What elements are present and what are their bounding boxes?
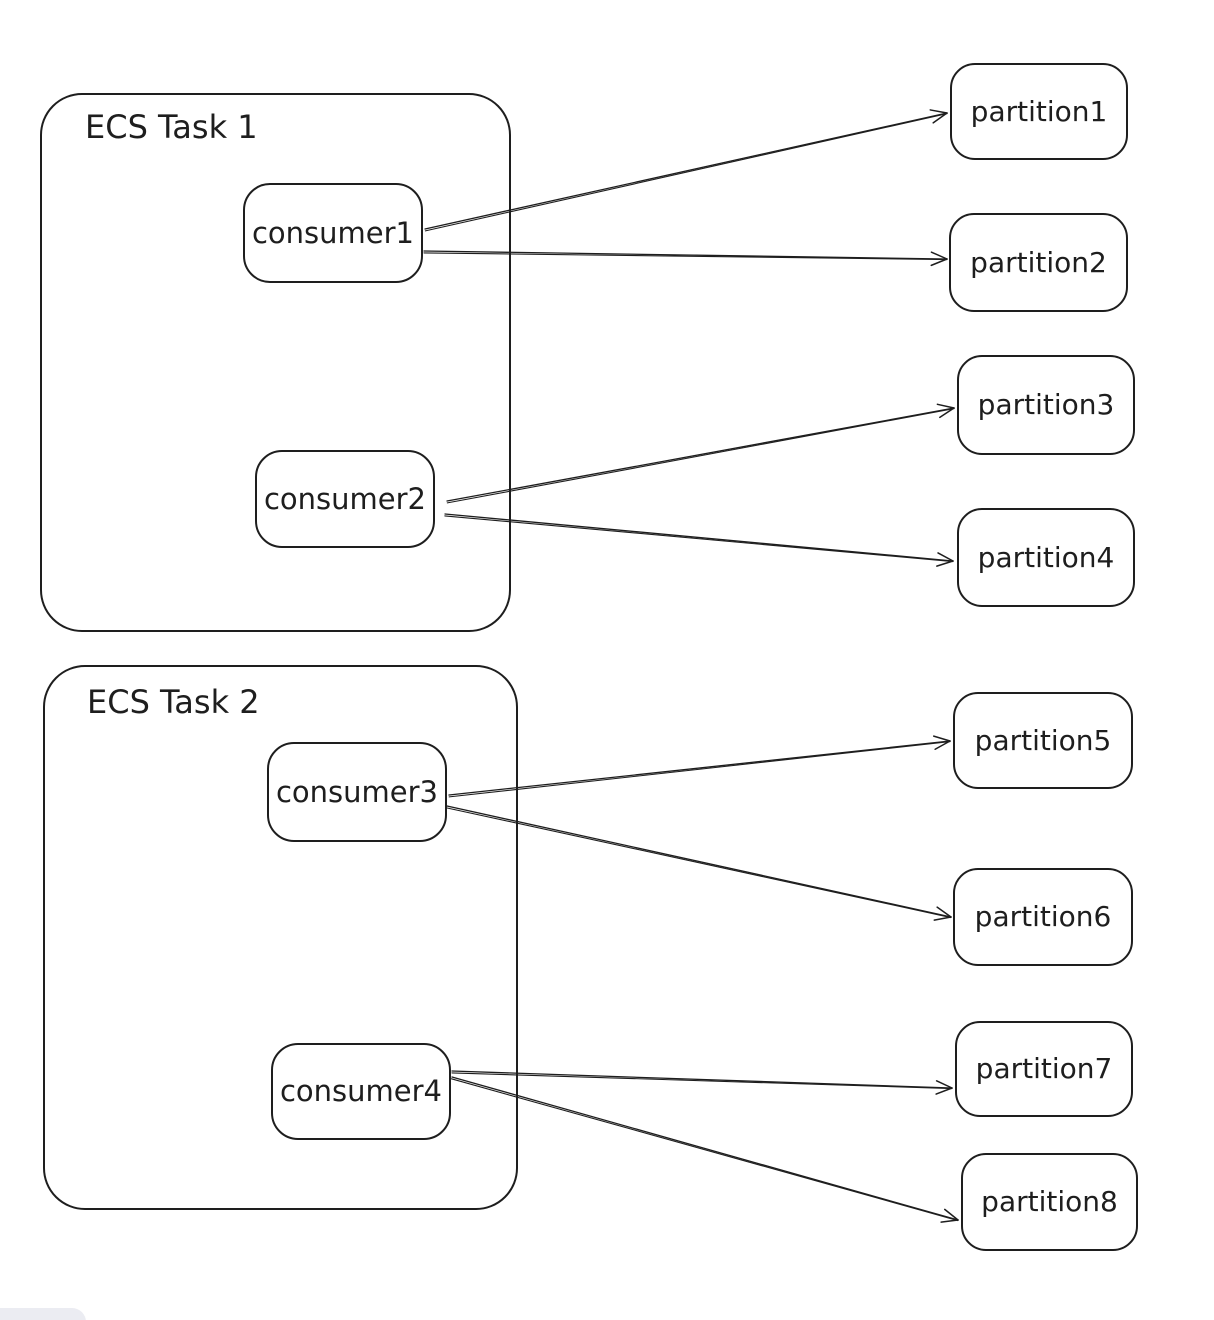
arrow-consumer3-partition6[interactable] <box>446 805 952 921</box>
arrow-consumer1-partition1[interactable] <box>424 109 948 232</box>
zoom-island-partial[interactable] <box>0 1308 86 1320</box>
node-label-partition7: partition7 <box>975 1052 1113 1085</box>
node-partition2[interactable]: partition2 <box>949 213 1128 312</box>
arrow-consumer3-partition5[interactable] <box>448 735 951 798</box>
arrow-consumer1-partition2[interactable] <box>423 250 948 267</box>
node-partition7[interactable]: partition7 <box>955 1021 1133 1117</box>
node-label-consumer4: consumer4 <box>279 1074 443 1108</box>
node-partition4[interactable]: partition4 <box>957 508 1135 607</box>
node-partition8[interactable]: partition8 <box>961 1153 1138 1251</box>
group-ecs-task-1[interactable]: ECS Task 1 <box>40 93 511 632</box>
node-label-partition6: partition6 <box>974 900 1112 933</box>
node-label-consumer3: consumer3 <box>275 774 439 809</box>
node-partition3[interactable]: partition3 <box>957 355 1135 455</box>
node-label-partition5: partition5 <box>974 723 1112 757</box>
node-partition1[interactable]: partition1 <box>950 63 1128 160</box>
node-label-partition4: partition4 <box>977 540 1115 574</box>
arrow-consumer2-partition4[interactable] <box>444 513 954 567</box>
node-partition6[interactable]: partition6 <box>953 868 1133 966</box>
node-label-partition3: partition3 <box>977 388 1115 421</box>
node-label-consumer1: consumer1 <box>251 215 415 250</box>
node-label-partition8: partition8 <box>981 1185 1118 1218</box>
group-ecs-task-2[interactable]: ECS Task 2 <box>43 665 518 1210</box>
arrow-consumer4-partition8[interactable] <box>450 1076 959 1223</box>
node-label-consumer2: consumer2 <box>263 481 427 516</box>
group-title-ecs-task-1: ECS Task 1 <box>85 108 258 146</box>
arrow-consumer4-partition7[interactable] <box>451 1070 953 1095</box>
node-consumer3[interactable]: consumer3 <box>267 742 447 842</box>
node-consumer1[interactable]: consumer1 <box>243 183 423 283</box>
node-consumer4[interactable]: consumer4 <box>271 1043 451 1140</box>
group-title-ecs-task-2: ECS Task 2 <box>87 683 260 721</box>
node-consumer2[interactable]: consumer2 <box>255 450 435 548</box>
node-partition5[interactable]: partition5 <box>953 692 1133 789</box>
arrow-consumer2-partition3[interactable] <box>446 403 955 504</box>
node-label-partition2: partition2 <box>970 245 1107 279</box>
node-label-partition1: partition1 <box>970 94 1108 128</box>
